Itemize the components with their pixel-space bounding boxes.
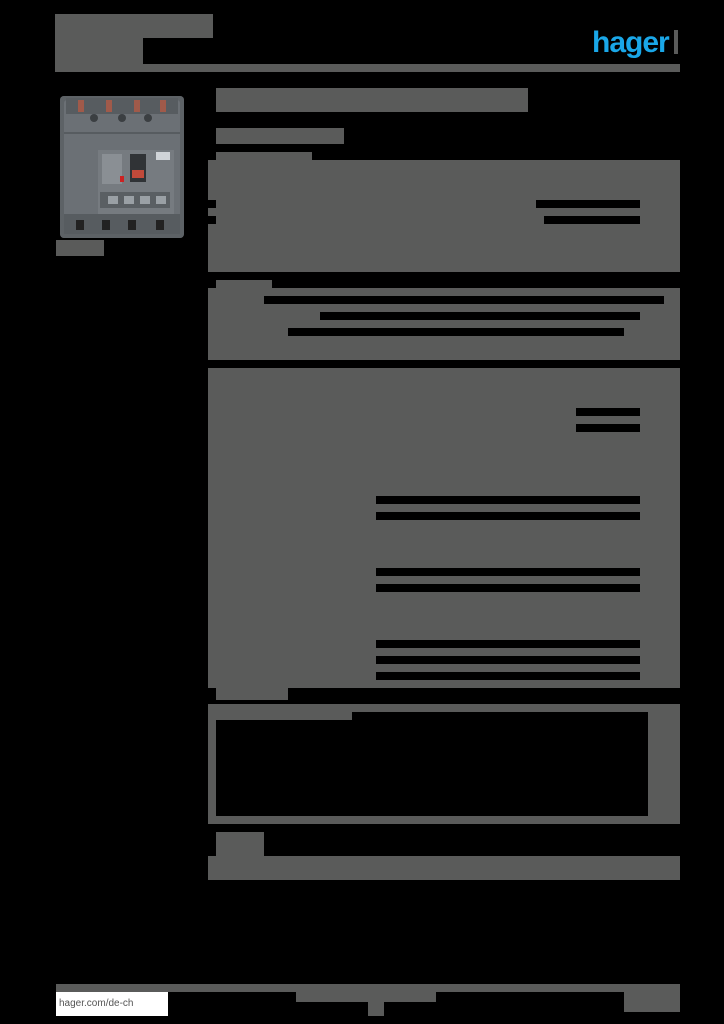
row-gap <box>376 672 640 680</box>
row-gap <box>376 584 640 592</box>
redacted-image-caption <box>56 240 104 256</box>
row-gap <box>208 216 216 224</box>
row-gap <box>376 512 640 520</box>
row-gap <box>288 328 624 336</box>
circuit-breaker-icon <box>60 96 184 238</box>
redacted-section3-table <box>208 368 680 688</box>
redacted-footer-page <box>368 1000 384 1016</box>
row-gap <box>376 640 640 648</box>
product-image <box>60 96 184 238</box>
row-gap <box>320 312 640 320</box>
table-inner-blank <box>216 720 352 816</box>
row-gap <box>304 360 680 368</box>
redacted-subtitle <box>216 128 344 144</box>
row-gap <box>264 296 664 304</box>
redacted-header-subtitle <box>55 38 143 66</box>
hager-logo: hager <box>592 26 670 59</box>
row-gap <box>376 568 640 576</box>
row-gap <box>376 496 640 504</box>
row-gap <box>576 408 640 416</box>
row-gap <box>544 216 640 224</box>
table-inner-blank <box>352 712 648 816</box>
row-gap <box>376 656 640 664</box>
redacted-footer-right <box>624 992 680 1012</box>
row-gap <box>536 200 640 208</box>
redacted-section5-table <box>208 856 680 880</box>
redacted-main-title <box>216 88 528 112</box>
row-gap <box>576 424 640 432</box>
footer-rule <box>56 984 680 992</box>
redacted-section1-label <box>216 152 312 162</box>
row-gap <box>208 200 216 208</box>
redacted-header-title <box>55 14 213 38</box>
header-rule <box>55 64 680 72</box>
redacted-footer-center <box>296 992 436 1002</box>
redacted-section4-label <box>216 688 288 700</box>
redacted-section5-label <box>216 832 264 856</box>
redacted-section2-label <box>216 280 272 290</box>
footer-website-link[interactable]: hager.com/de-ch <box>56 992 168 1016</box>
logo-mark <box>674 30 678 54</box>
